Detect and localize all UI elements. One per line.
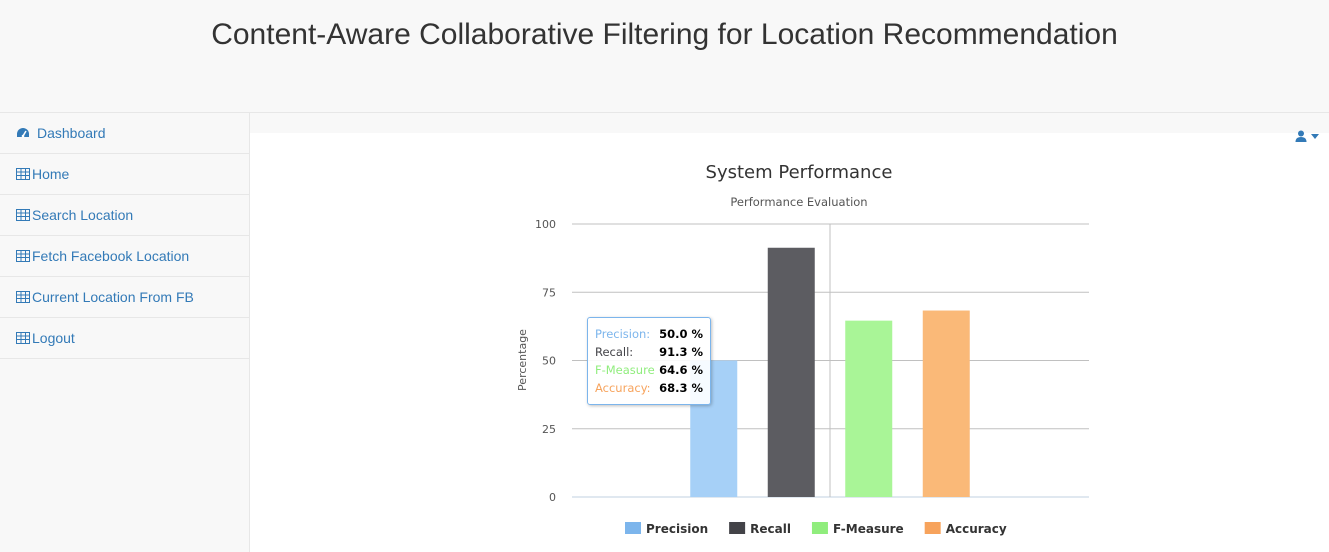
table-icon — [16, 249, 31, 263]
chart-tooltip: Precision: 50.0 % Recall: 91.3 % F-Measu… — [587, 317, 711, 405]
tooltip-label: F-Measure — [595, 363, 655, 377]
performance-chart: System Performance Performance Evaluatio… — [516, 162, 1089, 536]
sidebar-item-label: Search Location — [32, 207, 134, 223]
chart-bars — [690, 247, 970, 497]
tooltip-row-accuracy: Accuracy: 68.3 % — [595, 379, 703, 397]
chart-title: System Performance — [706, 162, 893, 183]
sidebar-item-label: Logout — [32, 330, 75, 346]
legend-swatch — [811, 522, 828, 534]
y-tick-label: 0 — [549, 491, 556, 504]
bar-accuracy[interactable] — [922, 310, 970, 497]
legend-swatch — [729, 522, 746, 534]
tooltip-row-precision: Precision: 50.0 % — [595, 325, 703, 343]
page-title: Content-Aware Collaborative Filtering fo… — [211, 18, 1118, 51]
legend-label: Accuracy — [946, 522, 1007, 536]
legend-item-accuracy[interactable]: Accuracy — [924, 522, 1007, 536]
tooltip-label: Precision: — [595, 327, 651, 341]
tooltip-value: 50.0 % — [659, 327, 703, 341]
tooltip-label: Recall: — [595, 345, 634, 359]
sidebar-item-label: Dashboard — [37, 125, 106, 141]
legend-label: F-Measure — [833, 522, 904, 536]
table-icon — [16, 331, 31, 345]
legend-swatch — [625, 522, 641, 534]
tooltip-label: Accuracy: — [595, 381, 651, 395]
user-icon — [1295, 130, 1307, 142]
tooltip-value: 64.6 % — [659, 363, 703, 377]
bar-recall[interactable] — [767, 247, 815, 497]
legend-swatch — [924, 522, 941, 534]
sidebar-item-logout[interactable]: Logout — [0, 318, 249, 359]
sidebar-item-search-location[interactable]: Search Location — [0, 195, 249, 236]
sidebar-item-label: Home — [32, 166, 70, 182]
dashboard-icon — [16, 127, 31, 140]
bar-f-measure[interactable] — [845, 320, 893, 497]
legend-label: Precision — [646, 522, 708, 536]
page-header: Content-Aware Collaborative Filtering fo… — [0, 0, 1329, 113]
y-tick-label: 100 — [535, 218, 556, 231]
sidebar-item-dashboard[interactable]: Dashboard — [0, 113, 249, 154]
sidebar-item-label: Current Location From FB — [32, 289, 194, 305]
y-tick-label: 25 — [542, 423, 556, 436]
table-icon — [16, 290, 31, 304]
tooltip-value: 68.3 % — [659, 381, 703, 395]
chart-subtitle: Performance Evaluation — [730, 195, 867, 209]
legend-item-recall[interactable]: Recall — [729, 522, 791, 536]
user-menu[interactable] — [1295, 130, 1319, 142]
legend-item-f-measure[interactable]: F-Measure — [811, 522, 904, 536]
y-tick-label: 75 — [542, 286, 556, 299]
sidebar-item-fetch-facebook-location[interactable]: Fetch Facebook Location — [0, 236, 249, 277]
y-tick-label: 50 — [542, 355, 556, 368]
sidebar: Dashboard Home Search Location Fetch Fac… — [0, 113, 250, 552]
chart-legend: Precision Recall F-Measure Accuracy — [625, 522, 1007, 536]
sidebar-item-current-location[interactable]: Current Location From FB — [0, 277, 249, 318]
tooltip-row-recall: Recall: 91.3 % — [595, 343, 703, 361]
main-content: System Performance Performance Evaluatio… — [250, 133, 1329, 552]
sidebar-item-label: Fetch Facebook Location — [32, 248, 190, 264]
y-axis-label: Percentage — [516, 329, 529, 391]
tooltip-row-f-measure: F-Measure 64.6 % — [595, 361, 703, 379]
chart-grid: 0 25 50 75 100 — [535, 218, 1089, 504]
legend-item-precision[interactable]: Precision — [625, 522, 708, 536]
chevron-down-icon — [1311, 133, 1319, 139]
sidebar-item-home[interactable]: Home — [0, 154, 249, 195]
legend-label: Recall — [750, 522, 791, 536]
table-icon — [16, 167, 31, 181]
tooltip-value: 91.3 % — [659, 345, 703, 359]
table-icon — [16, 208, 31, 222]
